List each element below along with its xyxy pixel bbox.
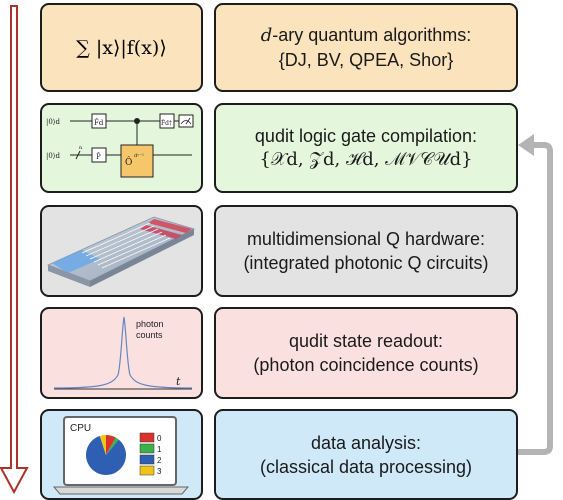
legend-swatch-0 xyxy=(139,432,155,443)
readout-label-box: qudit state readout: (photon coincidence… xyxy=(214,307,518,399)
gate-compilation-title: qudit logic gate compilation: xyxy=(254,126,478,146)
legend-swatch-3 xyxy=(139,465,155,476)
qudit-1-label: |0⟩d xyxy=(46,152,61,160)
wire-count-label: n xyxy=(79,145,83,151)
workflow-down-arrow xyxy=(0,5,29,495)
legend-label-3: 3 xyxy=(157,467,162,476)
oracle-exponent: dⁿ⁻¹ xyxy=(134,153,144,159)
hardware-label-box: multidimensional Q hardware: (integrated… xyxy=(214,205,518,297)
sum-formula: ∑ |x⟩|f(x)⟩ xyxy=(76,36,167,59)
inverse-fourier-gate-label: F̂d† xyxy=(161,120,172,127)
hardware-title: multidimensional Q hardware: xyxy=(246,229,486,249)
fourier-gate xyxy=(91,113,107,129)
analysis-label-box: data analysis: (classical data processin… xyxy=(214,409,518,500)
measurement-gate xyxy=(178,114,194,128)
pie-slice-0 xyxy=(106,435,116,455)
gate-set: {𝒳d, 𝒵d, ℋd, ℳ𝒱𝒞𝒰d} xyxy=(259,149,473,170)
legend-swatch-2 xyxy=(139,454,155,465)
laptop-base xyxy=(52,486,190,495)
qudit-circuit-diagram: |0⟩d |0⟩d n F̂d P̂ Ô dⁿ⁻¹ F̂d† xyxy=(46,113,194,178)
algorithms-title: d-ary quantum algorithms: xyxy=(260,25,472,46)
plot-label-photon: photon xyxy=(136,319,164,329)
gate-compilation-label-box: qudit logic gate compilation: {𝒳d, 𝒵d, ℋ… xyxy=(214,103,518,193)
time-axis-label: t xyxy=(176,375,181,388)
photonic-chip-image xyxy=(46,216,196,287)
laptop-cpu-illustration: CPU 0 1 2 3 xyxy=(52,416,190,495)
oracle-gate xyxy=(120,144,154,178)
readout-title: qudit state readout: xyxy=(288,331,444,351)
algorithms-label-box: d-ary quantum algorithms: {DJ, BV, QPEA,… xyxy=(214,3,518,92)
analysis-title: data analysis: xyxy=(310,432,422,453)
inverse-fourier-gate xyxy=(159,113,175,129)
pie-slice-1 xyxy=(106,437,119,455)
fourier-gate-label: F̂d xyxy=(94,119,104,127)
readout-subtitle: (photon coincidence counts) xyxy=(253,355,479,375)
plot-label-counts: counts xyxy=(136,330,163,340)
legend-label-2: 2 xyxy=(157,456,162,465)
oracle-gate-label: Ô xyxy=(125,156,132,168)
legend-label-0: 0 xyxy=(157,434,162,443)
algorithms-list: {DJ, BV, QPEA, Shor} xyxy=(278,50,454,70)
photon-counts-plot: photon counts t xyxy=(53,316,193,390)
pie-slice-3 xyxy=(99,435,106,455)
qudit-0-label: |0⟩d xyxy=(46,118,61,126)
hardware-subtitle: (integrated photonic Q circuits) xyxy=(243,253,489,273)
photonic-chip-panel xyxy=(40,205,203,297)
readout-plot-panel: photon counts t xyxy=(40,307,203,399)
feedback-arrow xyxy=(518,134,553,455)
cpu-title: CPU xyxy=(70,423,91,434)
pie-slice-2 xyxy=(86,435,126,475)
legend-swatch-1 xyxy=(139,443,155,454)
phase-gate xyxy=(91,147,107,163)
data-analysis-panel: CPU 0 1 2 3 xyxy=(40,409,203,500)
analysis-subtitle: (classical data processing) xyxy=(259,456,473,477)
circuit-panel: |0⟩d |0⟩d n F̂d P̂ Ô dⁿ⁻¹ F̂d† xyxy=(40,103,203,193)
algorithm-formula-panel: ∑ |x⟩|f(x)⟩ xyxy=(40,3,203,92)
legend-label-1: 1 xyxy=(157,445,162,454)
phase-gate-label: P̂ xyxy=(96,153,101,161)
